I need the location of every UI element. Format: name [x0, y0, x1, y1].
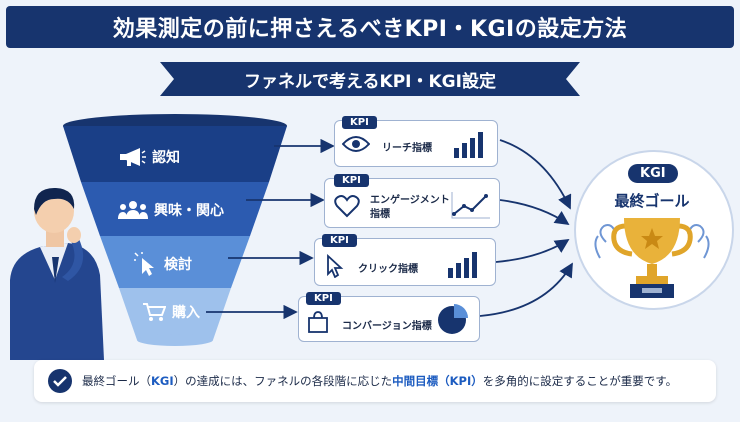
cart-icon: [143, 303, 166, 321]
funnel-label-purchase: 購入: [142, 302, 200, 322]
subtitle-ribbon: [160, 62, 580, 96]
kpi-name-reach: リーチ指標: [382, 143, 432, 154]
funnel-stage-consideration: [100, 236, 250, 288]
kpi-tag: KPI: [334, 174, 369, 187]
kpi-tag: KPI: [342, 116, 377, 129]
summary-text: 最終ゴール（KGI）の達成には、ファネルの各段階に応じた中間目標（KPI）を多角…: [82, 374, 678, 388]
funnel-label-interest: 興味・関心: [118, 200, 224, 220]
bar-chart-icon: [448, 252, 477, 278]
megaphone-icon: [120, 148, 146, 166]
check-circle-icon: [48, 369, 72, 393]
summary-bar: 最終ゴール（KGI）の達成には、ファネルの各段階に応じた中間目標（KPI）を多角…: [34, 360, 716, 402]
trophy-icon: [594, 218, 710, 298]
funnel-stage-awareness: [63, 126, 287, 182]
shopping-bag-icon: [308, 311, 328, 333]
funnel-stage-interest: [81, 182, 269, 236]
kgi-goal: 最終ゴール: [614, 192, 690, 210]
kgi-tag: KGI: [628, 164, 678, 183]
kpi-tag: KPI: [322, 234, 357, 247]
kpi-name-click: クリック指標: [358, 264, 418, 275]
kpi-name-conversion: コンバージョン指標: [342, 321, 432, 332]
pie-chart-icon: [438, 304, 468, 334]
funnel-label-awareness: 認知: [118, 146, 180, 168]
title-bar: 効果測定の前に押さえるべきKPI・KGIの設定方法: [6, 6, 734, 48]
heart-icon: [334, 195, 360, 218]
people-icon: [118, 201, 148, 219]
funnel-stage-purchase: [119, 288, 231, 340]
subtitle: ファネルで考えるKPI・KGI設定: [244, 71, 496, 92]
line-chart-icon: [451, 192, 490, 219]
kpi-tag: KPI: [306, 292, 341, 305]
cursor-icon: [134, 252, 154, 276]
funnel-label-consideration: 検討: [134, 252, 192, 276]
eye-icon: [342, 136, 370, 152]
funnel: [63, 114, 287, 346]
page-title: 効果測定の前に押さえるべきKPI・KGIの設定方法: [112, 17, 628, 42]
cursor-icon: [327, 253, 344, 278]
bar-chart-icon: [454, 132, 483, 158]
thinking-person-illustration: [10, 187, 104, 360]
kpi-name-engagement: エンゲージメント指標: [370, 195, 450, 220]
